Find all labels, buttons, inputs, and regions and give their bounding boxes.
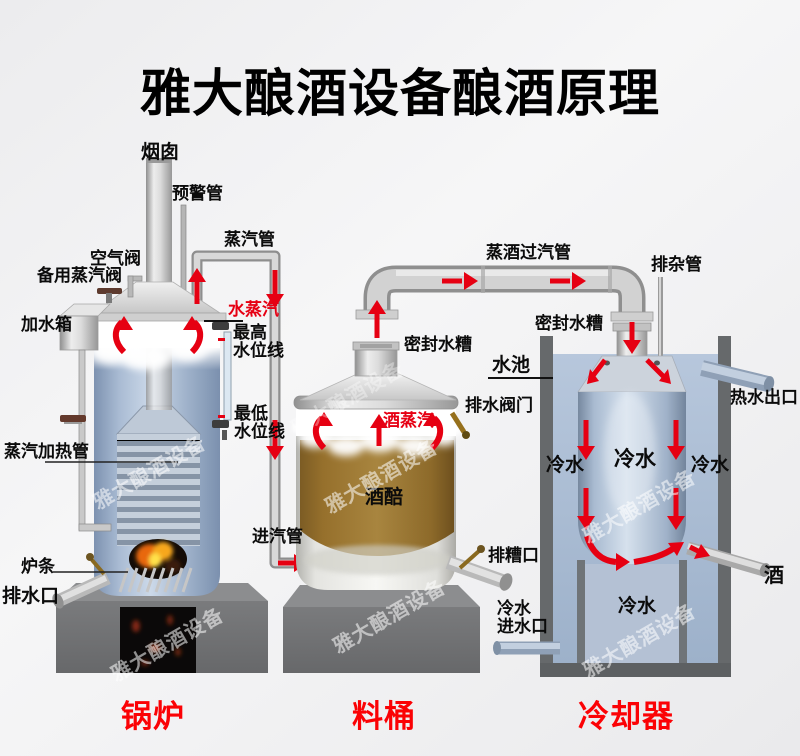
caption-boiler: 锅炉	[121, 699, 185, 735]
label-heating-pipe: 蒸汽加热管	[4, 442, 89, 462]
label-liquor-steam: 酒蒸汽	[383, 411, 434, 431]
label-cold-water-inlet-1: 冷水	[497, 599, 531, 619]
barrel-illustration	[283, 265, 654, 673]
label-cold-water-inlet-2: 进水口	[497, 617, 548, 638]
label-residue-outlet: 排糟口	[488, 546, 539, 566]
label-cold-water-right: 冷水	[691, 454, 730, 476]
label-max-water-line-1: 最高	[233, 323, 267, 343]
label-water-steam: 水蒸汽	[228, 300, 279, 320]
label-drain-valve: 排水阀门	[465, 396, 533, 416]
label-min-water-line-2: 水位线	[234, 422, 285, 443]
label-chimney: 烟囱	[141, 141, 180, 163]
label-water-pool: 水池	[492, 354, 531, 376]
label-hot-water-outlet: 热水出口	[730, 388, 798, 408]
label-cold-water-bottom: 冷水	[618, 595, 657, 617]
boiler-illustration	[45, 158, 308, 673]
caption-cooler: 冷却器	[578, 699, 674, 735]
label-drain-outlet: 排水口	[2, 585, 60, 607]
label-max-water-line-2: 水位线	[233, 341, 284, 362]
label-min-water-line-1: 最低	[234, 404, 268, 424]
label-min-water-line: 最低 水位线	[234, 405, 285, 441]
label-backup-steam-valve: 备用蒸汽阀	[37, 266, 122, 286]
label-cold-water-center: 冷水	[614, 447, 656, 471]
label-cold-water-inlet: 冷水 进水口	[497, 600, 548, 636]
page-title: 雅大酿酒设备酿酒原理	[139, 65, 660, 124]
label-over-steam-pipe: 蒸酒过汽管	[486, 243, 571, 263]
label-water-tank: 加水箱	[21, 315, 72, 335]
label-sealed-trough-barrel: 密封水糟	[404, 335, 472, 355]
label-max-water-line: 最高 水位线	[233, 324, 284, 360]
label-steam-inlet-pipe: 进汽管	[252, 527, 303, 547]
label-cold-water-left: 冷水	[546, 454, 585, 476]
label-mash: 酒醅	[365, 486, 404, 508]
label-air-valve: 空气阀	[90, 249, 141, 269]
cooler-illustration	[488, 277, 775, 677]
label-liquor-out: 酒	[764, 563, 784, 587]
label-grate: 炉条	[21, 557, 55, 577]
label-steam-pipe: 蒸汽管	[224, 230, 275, 250]
caption-barrel: 料桶	[352, 699, 416, 735]
label-warning-pipe: 预警管	[172, 184, 223, 204]
label-sealed-trough-cooler: 密封水糟	[535, 314, 603, 334]
label-waste-pipe: 排杂管	[651, 255, 702, 275]
